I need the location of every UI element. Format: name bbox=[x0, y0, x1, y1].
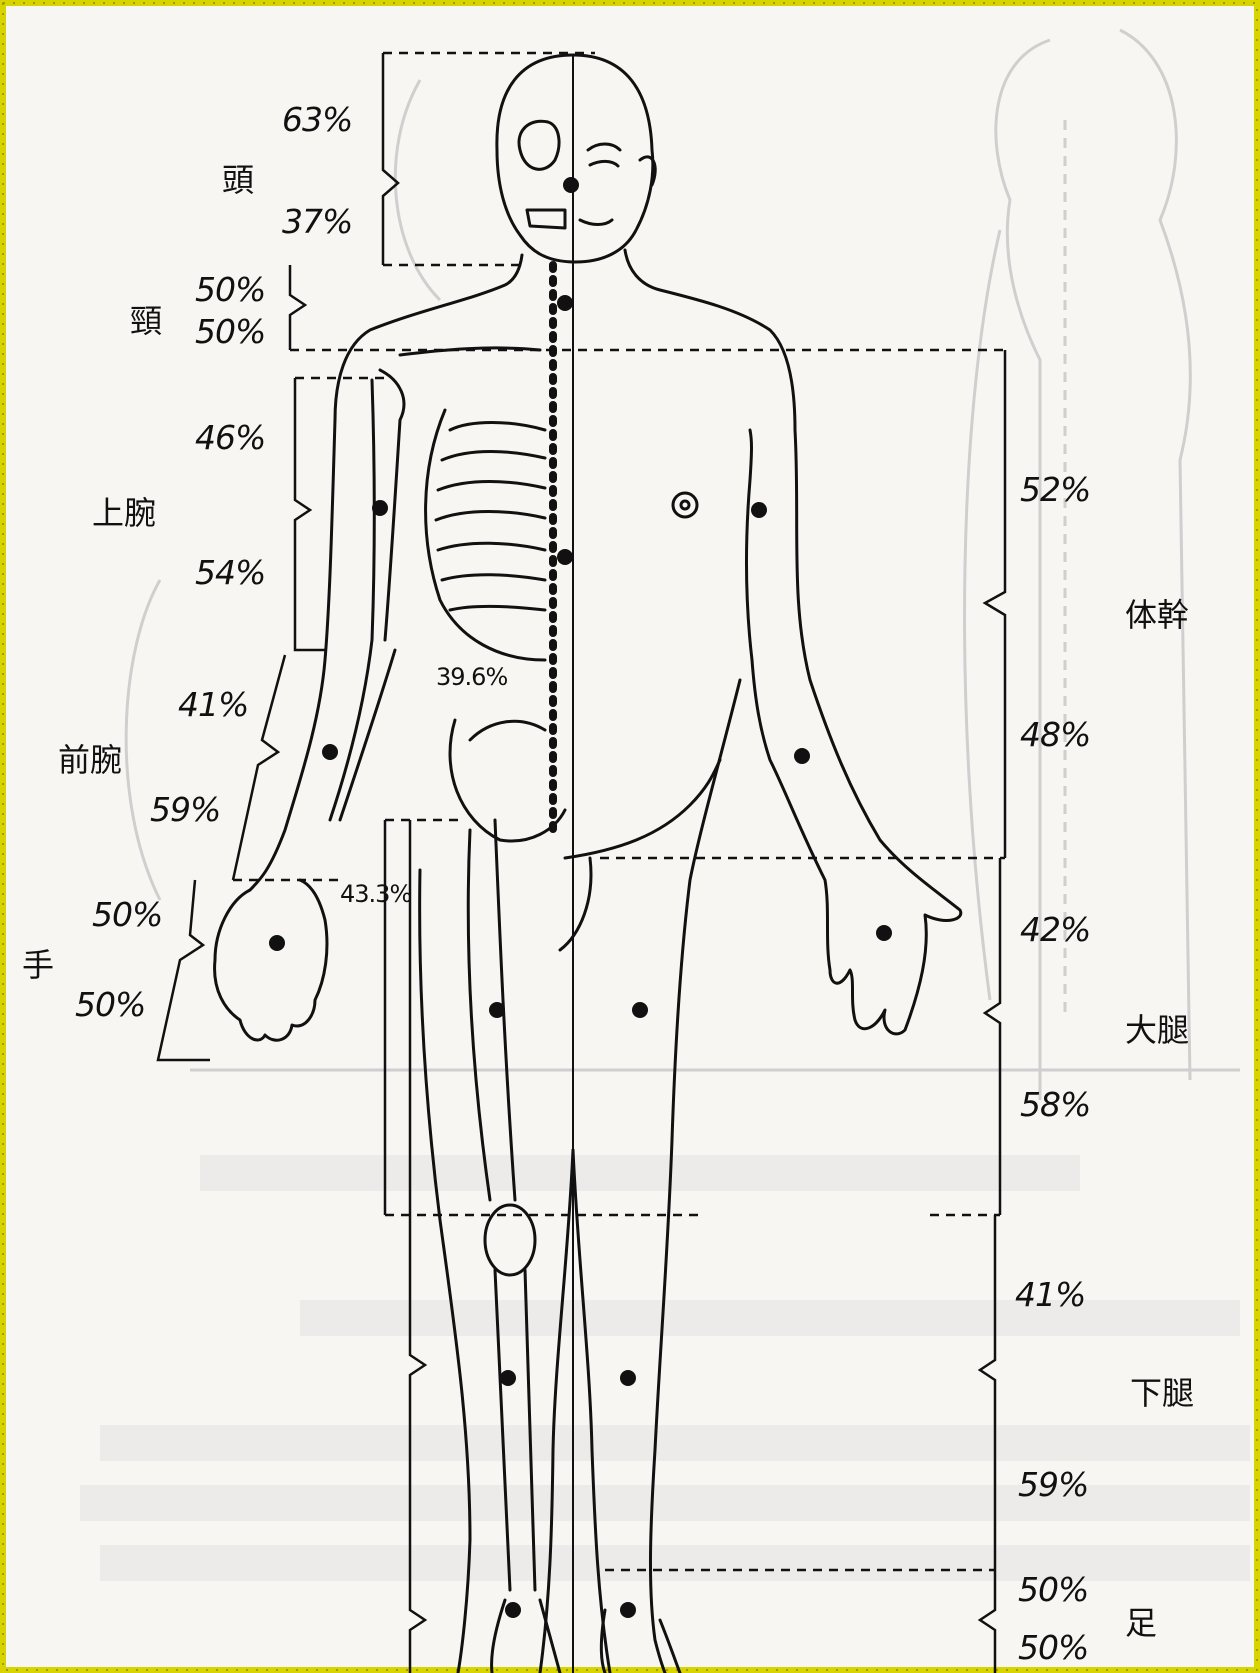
forearm-upper-pct: 41% bbox=[178, 685, 248, 724]
upper-arm-com-dot bbox=[372, 500, 388, 516]
hand-lower-pct: 50% bbox=[75, 985, 145, 1024]
foot-lower-pct: 50% bbox=[1018, 1628, 1088, 1667]
head-label: 頭 bbox=[222, 155, 254, 201]
lower-leg-label: 下腿 bbox=[1130, 1368, 1194, 1414]
foot-com-dot bbox=[505, 1602, 521, 1618]
trunk-label: 体幹 bbox=[1125, 590, 1189, 636]
neck-com-dot bbox=[557, 295, 573, 311]
upper-arm-upper-pct: 46% bbox=[195, 418, 265, 457]
spine-dot bbox=[557, 549, 573, 565]
lower-leg-lower-pct: 59% bbox=[1018, 1465, 1088, 1504]
frame-dots bbox=[3, 3, 1257, 1670]
trunk-upper-pct: 52% bbox=[1020, 470, 1090, 509]
head-com-dot bbox=[563, 177, 579, 193]
hand-com-dot bbox=[269, 935, 285, 951]
thigh-lower-pct: 58% bbox=[1020, 1085, 1090, 1124]
upper-arm-label: 上腕 bbox=[92, 488, 156, 534]
forearm-label: 前腕 bbox=[58, 735, 122, 781]
foot-upper-pct: 50% bbox=[1018, 1570, 1088, 1609]
neck-label: 頸 bbox=[130, 296, 162, 342]
hand-right-dot bbox=[876, 925, 892, 941]
hand-label: 手 bbox=[22, 940, 54, 986]
thigh-com-dot-right bbox=[632, 1002, 648, 1018]
thigh-upper-pct: 42% bbox=[1020, 910, 1090, 949]
thigh-com-dot-left bbox=[489, 1002, 505, 1018]
frame-border bbox=[3, 3, 1257, 1670]
neck-lower-pct: 50% bbox=[195, 312, 265, 351]
trunk-upper-dot bbox=[751, 502, 767, 518]
thigh-label: 大腿 bbox=[1125, 1005, 1189, 1051]
upper-body-cog-label: 39.6% bbox=[436, 663, 507, 691]
lower-leg-upper-pct: 41% bbox=[1015, 1275, 1085, 1314]
foot-right-dot bbox=[620, 1602, 636, 1618]
head-upper-pct: 63% bbox=[282, 100, 352, 139]
hand-upper-pct: 50% bbox=[92, 895, 162, 934]
lower-leg-com-dot bbox=[500, 1370, 516, 1386]
lower-leg-right-dot bbox=[620, 1370, 636, 1386]
whole-body-cog-label: 43.3% bbox=[340, 880, 411, 908]
trunk-com-dot bbox=[794, 748, 810, 764]
forearm-com-dot bbox=[322, 744, 338, 760]
head-lower-pct: 37% bbox=[282, 202, 352, 241]
trunk-lower-pct: 48% bbox=[1020, 715, 1090, 754]
foot-label: 足 bbox=[1125, 1598, 1157, 1644]
forearm-lower-pct: 59% bbox=[150, 790, 220, 829]
background-ghost-text bbox=[80, 1155, 1250, 1581]
upper-arm-lower-pct: 54% bbox=[195, 553, 265, 592]
neck-upper-pct: 50% bbox=[195, 270, 265, 309]
